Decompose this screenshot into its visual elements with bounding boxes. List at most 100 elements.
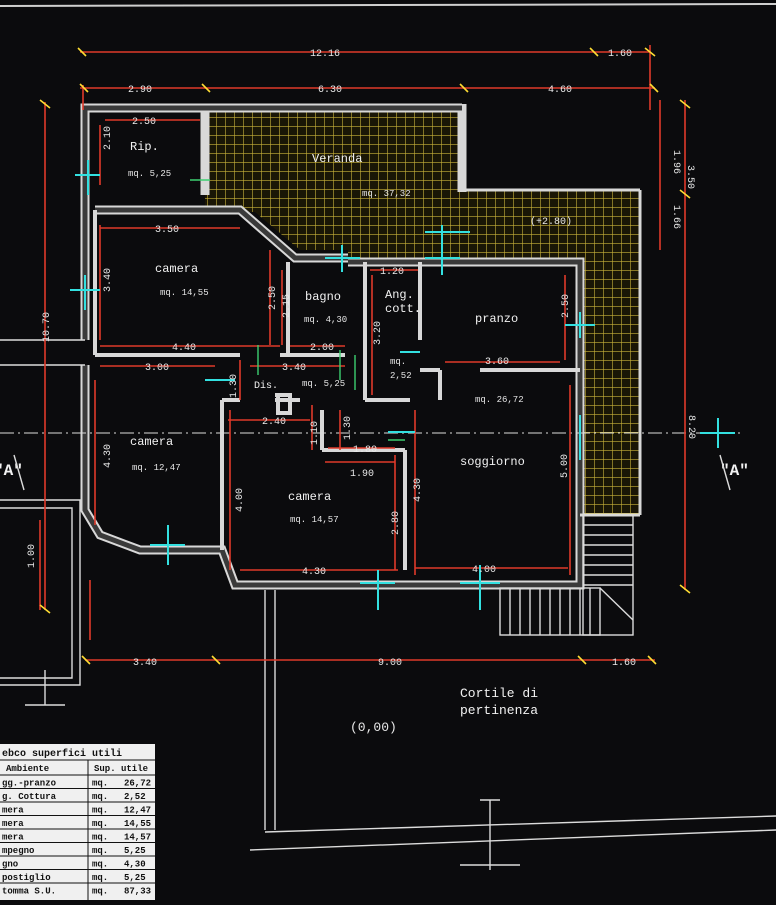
dim-top-right-extra: 1.60	[608, 49, 632, 60]
table-cell-unit: mq.	[92, 846, 108, 856]
section-mark-right: "A"	[720, 462, 749, 480]
dim-top-total: 12.16	[310, 49, 340, 60]
room-camera1-name: camera	[155, 262, 198, 276]
dim-soggiorno-w: 4.00	[472, 565, 496, 576]
dim-pranzo-w: 3.60	[485, 357, 509, 368]
dim-bottom-right: 1.60	[612, 658, 636, 669]
dim-bagno-h2: 2.15	[282, 294, 293, 318]
room-angcott-line1: Ang.	[385, 288, 414, 302]
table-cell-ambiente: tomma S.U.	[2, 887, 56, 897]
dim-camera1-w2: 4.40	[172, 343, 196, 354]
dim-rip-h: 2.10	[103, 126, 114, 150]
dimension-ticks	[39, 47, 691, 665]
dim-annex-side: 1.00	[27, 544, 38, 568]
dimension-labels: 12.16 1.60 2.90 6.30 4.60 1.96 3.50 1.66…	[27, 49, 696, 735]
dim-soggiorno-h2: 5.00	[560, 454, 571, 478]
table-cell-unit: mq.	[92, 873, 108, 883]
table-header-sup: Sup. utile	[94, 764, 148, 774]
courtyard-line2: pertinenza	[460, 703, 538, 718]
dimension-lines	[39, 45, 686, 661]
table-cell-ambiente: mpegno	[2, 846, 34, 856]
room-labels: Rip. mq. 5,25 Veranda mq. 37,32 camera m…	[128, 140, 525, 525]
ground-level: (0,00)	[350, 720, 397, 735]
dim-top-left: 2.90	[128, 85, 152, 96]
table-cell-value: 14,55	[124, 819, 151, 829]
dim-camera3-h2: 1.30	[343, 416, 354, 440]
table-cell-unit: mq.	[92, 779, 108, 789]
section-marks: "A" "A"	[0, 454, 749, 491]
room-camera1-area: mq. 14,55	[160, 288, 209, 298]
dim-camera3-h1: 1.10	[310, 421, 321, 445]
dim-dis-h: 1.30	[229, 374, 240, 398]
staircase-exterior	[499, 514, 634, 636]
section-mark-left: "A"	[0, 462, 23, 480]
room-veranda-name: Veranda	[312, 152, 362, 166]
table-cell-unit: mq.	[92, 819, 108, 829]
dim-camera3-w3: 1.90	[350, 469, 374, 480]
table-cell-ambiente: postiglio	[2, 873, 51, 883]
room-bagno-area: mq. 4,30	[304, 315, 347, 325]
dim-angcott-h: 3.20	[373, 321, 384, 345]
room-camera3-area: mq. 14,57	[290, 515, 339, 525]
room-angcott-area2: 2,52	[390, 371, 412, 381]
dim-camera3-w2: 1.80	[353, 445, 377, 456]
table-cell-value: 5,25	[124, 873, 146, 883]
table-cell-unit: mq.	[92, 806, 108, 816]
room-rip-area: mq. 5,25	[128, 169, 171, 179]
dim-bagno-h1: 2.50	[268, 286, 279, 310]
table-cell-value: 2,52	[124, 792, 146, 802]
room-angcott-area1: mq.	[390, 357, 406, 367]
table-cell-value: 12,47	[124, 806, 151, 816]
door-window-symbols	[25, 160, 735, 870]
table-cell-value: 14,57	[124, 833, 151, 843]
courtyard-line1: Cortile di	[460, 686, 538, 701]
dim-camera1-w: 3.50	[155, 225, 179, 236]
dim-dis-w: 3.40	[282, 363, 306, 374]
interior-walls	[93, 210, 580, 570]
drawing-border	[0, 3, 776, 7]
dim-camera3-h3: 2.80	[391, 511, 402, 535]
room-camera2-name: camera	[130, 435, 173, 449]
dim-camera3-w4: 4.30	[302, 567, 326, 578]
room-veranda-area: mq. 37,32	[362, 189, 411, 199]
dim-camera2-w: 3.00	[145, 363, 169, 374]
dim-camera3-w: 2.40	[262, 417, 286, 428]
table-cell-value: 4,30	[124, 860, 146, 870]
dim-soggiorno-h: 4.30	[413, 478, 424, 502]
room-pranzo-name: pranzo	[475, 312, 518, 326]
dim-camera2-h: 4.30	[103, 444, 114, 468]
table-header-ambiente: Ambiente	[6, 764, 49, 774]
dim-bagno-w: 2.00	[310, 343, 334, 354]
table-cell-ambiente: mera	[2, 806, 24, 816]
dim-right-1: 1.96	[670, 150, 681, 174]
table-cell-unit: mq.	[92, 860, 108, 870]
dim-left-total: 10.70	[42, 312, 53, 342]
room-dis-area: mq. 5,25	[302, 379, 345, 389]
room-angcott-line2: cott.	[385, 302, 421, 316]
table-cell-value: 26,72	[124, 779, 151, 789]
table-cell-value: 87,33	[124, 887, 151, 897]
table-cell-ambiente: mera	[2, 819, 24, 829]
table-cell-unit: mq.	[92, 887, 108, 897]
dim-camera1-h: 3.40	[103, 268, 114, 292]
table-cell-value: 5,25	[124, 846, 146, 856]
surface-table: ebco superfici utili Ambiente Sup. utile…	[0, 744, 155, 900]
dim-pranzo-h: 2.50	[561, 294, 572, 318]
dim-camera3-h: 4.00	[235, 488, 246, 512]
room-soggiorno-name: soggiorno	[460, 455, 525, 469]
room-dis-name: Dis.	[254, 380, 278, 392]
dim-rip-w: 2.50	[132, 117, 156, 128]
table-cell-ambiente: g. Cottura	[2, 792, 57, 802]
annex-outline	[0, 339, 776, 851]
room-camera3-name: camera	[288, 490, 331, 504]
room-rip-name: Rip.	[130, 140, 159, 154]
dim-right-total: 8.20	[685, 415, 696, 439]
dim-right-2: 3.50	[684, 165, 695, 189]
room-soggiorno-area: mq. 26,72	[475, 395, 524, 405]
table-cell-ambiente: mera	[2, 833, 24, 843]
veranda-area	[205, 108, 640, 515]
dim-bottom-mid: 9.00	[378, 658, 402, 669]
table-cell-ambiente: gg.-pranzo	[2, 779, 56, 789]
